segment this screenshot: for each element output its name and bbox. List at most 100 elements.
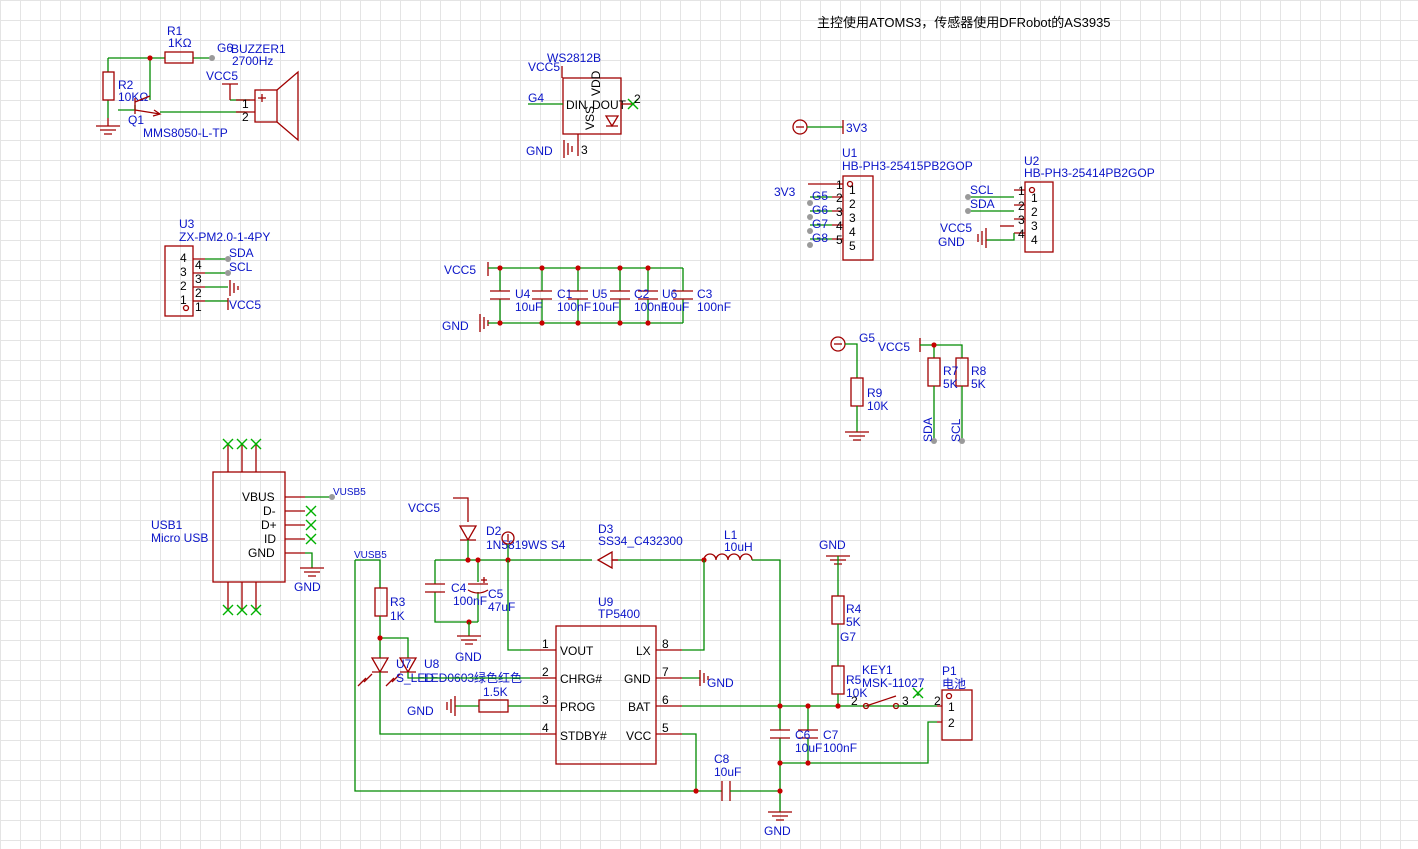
battery-connector-p1[interactable] bbox=[941, 689, 973, 741]
resistor-r5[interactable] bbox=[831, 665, 845, 695]
net-vusb5-usb: VUSB5 bbox=[333, 487, 366, 498]
svg-text:2: 2 bbox=[1031, 205, 1038, 219]
d2-value: 1N5819WS S4 bbox=[486, 538, 566, 552]
svg-text:4: 4 bbox=[180, 251, 187, 265]
svg-text:2: 2 bbox=[242, 110, 249, 124]
net-gnd-usb: GND bbox=[294, 580, 321, 594]
c5-value: 47uF bbox=[488, 600, 515, 614]
u9-pin-prog: PROG bbox=[560, 700, 595, 714]
q1-ref: Q1 bbox=[128, 113, 144, 127]
key1-ref: KEY1 bbox=[862, 663, 893, 677]
resistor-r2[interactable] bbox=[102, 71, 115, 101]
resistor-prog[interactable] bbox=[478, 699, 509, 713]
decoupling-caps: VCC5 GND U4 10uF C1 100nF U5 10uF C2 100… bbox=[442, 262, 731, 333]
u9-pin-chrg: CHRG# bbox=[560, 672, 602, 686]
net-g5-r9: G5 bbox=[859, 331, 875, 345]
resistor-r1[interactable] bbox=[164, 51, 194, 64]
u1-body[interactable] bbox=[842, 175, 874, 261]
net-vcc5-d2: VCC5 bbox=[408, 501, 440, 515]
usb-pin-vbus: VBUS bbox=[242, 490, 275, 504]
transistor-q1[interactable] bbox=[134, 95, 162, 117]
svg-text:2: 2 bbox=[542, 665, 549, 679]
c2-value: 100nF bbox=[634, 300, 668, 314]
c3-value: 100nF bbox=[697, 300, 731, 314]
svg-text:2: 2 bbox=[195, 286, 202, 300]
svg-text:5: 5 bbox=[836, 233, 843, 247]
resistor-r7[interactable] bbox=[927, 357, 941, 387]
u2-body[interactable] bbox=[1024, 181, 1054, 253]
u5-ref: U5 bbox=[592, 287, 608, 301]
net-scl-u3: SCL bbox=[229, 260, 253, 274]
net-vusb5-r3: VUSB5 bbox=[354, 550, 387, 561]
r5-value: 10K bbox=[846, 686, 867, 700]
charger-circuit: VCC5 D2 1N5819WS S4 D3 SS34_C432300 L1 1… bbox=[354, 497, 973, 838]
net-gnd-caps: GND bbox=[442, 319, 469, 333]
u9-pin-gnd: GND bbox=[624, 672, 651, 686]
svg-text:3: 3 bbox=[836, 205, 843, 219]
r2-value: 10KΩ bbox=[118, 90, 148, 104]
net-vcc5-u3: VCC5 bbox=[229, 298, 261, 312]
usb1-body[interactable] bbox=[212, 471, 286, 583]
u2-value: HB-PH3-25414PB2GOP bbox=[1024, 166, 1155, 180]
usb-pin-dp: D+ bbox=[261, 518, 277, 532]
net-sda-u3: SDA bbox=[229, 246, 254, 260]
net-gnd-bottom: GND bbox=[764, 824, 791, 838]
resistor-r4[interactable] bbox=[831, 595, 845, 625]
ws-dout: DOUT bbox=[592, 98, 627, 112]
r9-ref: R9 bbox=[867, 386, 883, 400]
u6-value: 10uF bbox=[662, 300, 689, 314]
u9-body[interactable] bbox=[555, 625, 657, 765]
net-gnd-ws: GND bbox=[526, 144, 553, 158]
svg-text:4: 4 bbox=[1018, 227, 1025, 241]
u2-ref: U2 bbox=[1024, 154, 1040, 168]
diode-d3[interactable] bbox=[596, 550, 618, 570]
d3-ref: D3 bbox=[598, 522, 614, 536]
ws-vdd: VDD bbox=[589, 70, 603, 96]
net-g4: G4 bbox=[528, 91, 544, 105]
u4-ref: U4 bbox=[515, 287, 531, 301]
rprog-value: 1.5K bbox=[483, 685, 508, 699]
usb-pin-dm: D- bbox=[263, 504, 276, 518]
svg-text:4: 4 bbox=[542, 721, 549, 735]
svg-text:3: 3 bbox=[542, 693, 549, 707]
ws2812b-body[interactable] bbox=[562, 77, 622, 135]
r3-ref: R3 bbox=[390, 595, 406, 609]
u3-body[interactable] bbox=[164, 245, 194, 317]
c6-ref: C6 bbox=[795, 728, 811, 742]
ws2812b-led: WS2812B VCC5 G4 DIN DOUT VDD VSS 2 3 GND bbox=[526, 51, 641, 158]
connector-u2: U2 HB-PH3-25414PB2GOP 1 2 3 4 1 2 3 4 SC… bbox=[938, 154, 1155, 253]
c4-ref: C4 bbox=[451, 581, 467, 595]
led-u7[interactable] bbox=[357, 657, 390, 687]
buzzer-icon[interactable] bbox=[236, 70, 299, 142]
resistor-r3[interactable] bbox=[374, 587, 388, 617]
diode-d2[interactable] bbox=[458, 525, 478, 542]
svg-text:2: 2 bbox=[934, 694, 941, 708]
u9-pin-bat: BAT bbox=[628, 700, 651, 714]
c8-ref: C8 bbox=[714, 752, 730, 766]
ws-din: DIN bbox=[566, 98, 587, 112]
usb-connector: VBUS D- D+ ID GND VUSB5 GND USB1 Micro U… bbox=[151, 438, 366, 616]
c2-ref: C2 bbox=[634, 287, 650, 301]
svg-text:2: 2 bbox=[948, 716, 955, 730]
i2c-pullups: VCC5 R7 5K R8 5K SDA SCL bbox=[878, 338, 987, 444]
u3-ref: U3 bbox=[179, 217, 195, 231]
net-gnd-prog: GND bbox=[407, 704, 434, 718]
svg-text:3: 3 bbox=[1018, 213, 1025, 227]
r7-ref: R7 bbox=[943, 364, 959, 378]
r4-ref: R4 bbox=[846, 602, 862, 616]
u9-ref: U9 bbox=[598, 595, 614, 609]
svg-text:3: 3 bbox=[902, 694, 909, 708]
svg-text:1: 1 bbox=[242, 97, 249, 111]
inductor-l1[interactable] bbox=[703, 553, 753, 561]
c7-value: 100nF bbox=[823, 741, 857, 755]
svg-text:4: 4 bbox=[195, 258, 202, 272]
resistor-r9[interactable] bbox=[850, 377, 864, 407]
svg-text:1: 1 bbox=[836, 178, 843, 192]
svg-text:3: 3 bbox=[581, 143, 588, 157]
svg-text:3: 3 bbox=[195, 272, 202, 286]
net-g7-u1: G7 bbox=[812, 217, 828, 231]
c1-ref: C1 bbox=[557, 287, 573, 301]
r4-value: 5K bbox=[846, 615, 861, 629]
c5-ref: C5 bbox=[488, 587, 504, 601]
